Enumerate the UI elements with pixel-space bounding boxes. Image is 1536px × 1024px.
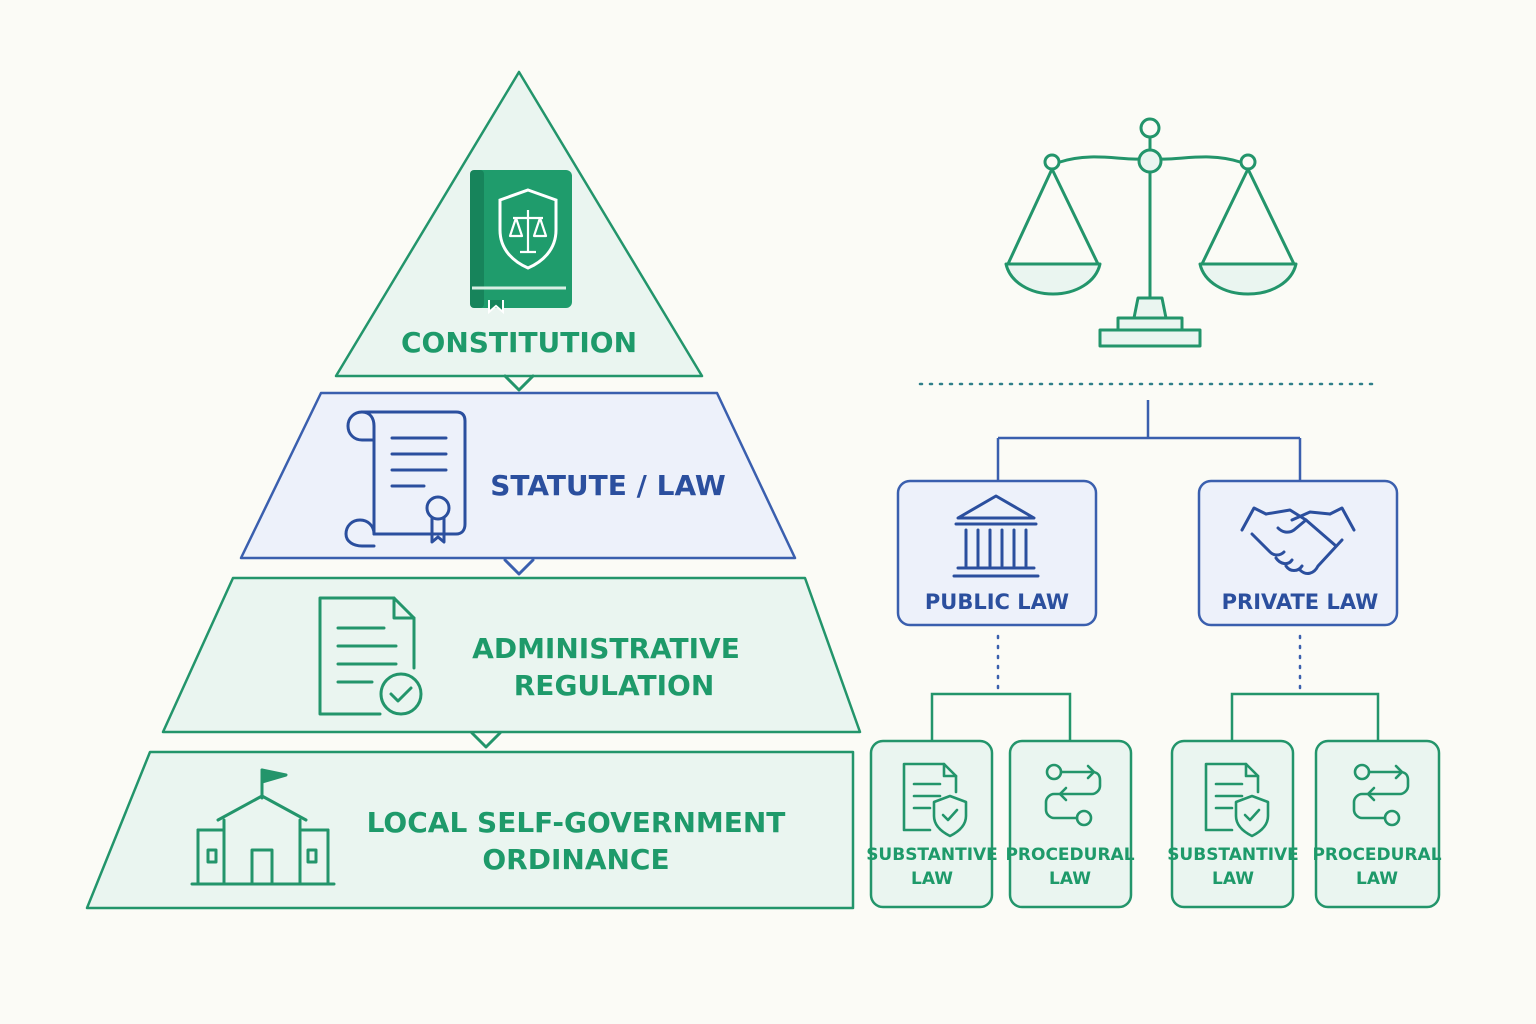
child-label: PROCEDURAL: [1005, 845, 1134, 865]
chevron-down-icon: [503, 374, 535, 392]
pyramid-level-label: STATUTE / LAW: [490, 469, 726, 502]
pyramid-level-label: ORDINANCE: [482, 843, 669, 876]
branch-label: PRIVATE LAW: [1222, 590, 1379, 614]
document-shield-icon: [1204, 762, 1270, 838]
branch-label: PUBLIC LAW: [925, 590, 1069, 614]
child-box-private-procedural: PROCEDURAL LAW: [1312, 739, 1442, 909]
child-label: SUBSTANTIVE: [1167, 845, 1299, 865]
child-box-public-procedural: PROCEDURAL LAW: [1005, 739, 1135, 909]
branch-dotted-lines: [996, 634, 1302, 690]
pyramid-level-label: ADMINISTRATIVE: [472, 632, 740, 665]
constitution-book-icon: [470, 170, 572, 315]
child-label: LAW: [1049, 869, 1091, 889]
town-hall-icon: [190, 768, 336, 886]
process-flow-icon: [1352, 763, 1410, 827]
branch-private-law: PRIVATE LAW: [1197, 479, 1399, 627]
branch-public-law: PUBLIC LAW: [896, 479, 1098, 627]
child-label: LAW: [1212, 869, 1254, 889]
child-tree-lines: [930, 692, 1380, 742]
pyramid-level-ordinance: LOCAL SELF-GOVERNMENT ORDINANCE: [85, 750, 855, 910]
classification-tree-lines: [996, 400, 1302, 482]
document-shield-icon: [902, 762, 968, 838]
child-label: PROCEDURAL: [1312, 845, 1441, 865]
document-check-icon: [318, 596, 423, 716]
child-label: LAW: [911, 869, 953, 889]
pyramid-level-administrative: ADMINISTRATIVE REGULATION: [161, 576, 862, 734]
pyramid-level-statute: STATUTE / LAW: [239, 391, 797, 560]
child-box-public-substantive: SUBSTANTIVE LAW: [866, 739, 998, 909]
child-box-private-substantive: SUBSTANTIVE LAW: [1167, 739, 1299, 909]
pyramid-level-constitution: CONSTITUTION: [334, 70, 704, 378]
process-flow-icon: [1044, 763, 1102, 827]
courthouse-icon: [952, 494, 1040, 578]
child-label: SUBSTANTIVE: [866, 845, 998, 865]
scales-of-justice-icon: [1004, 117, 1298, 348]
pyramid-level-label: LOCAL SELF-GOVERNMENT: [367, 806, 786, 839]
child-label: LAW: [1356, 869, 1398, 889]
handshake-icon: [1240, 506, 1356, 575]
pyramid-level-label: CONSTITUTION: [401, 326, 637, 359]
scroll-certificate-icon: [344, 410, 467, 548]
chevron-down-icon: [503, 558, 535, 576]
chevron-down-icon: [470, 731, 502, 749]
pyramid-level-label: REGULATION: [514, 669, 715, 702]
pyramid: CONSTITUTION STATUTE / LAW: [85, 70, 862, 910]
